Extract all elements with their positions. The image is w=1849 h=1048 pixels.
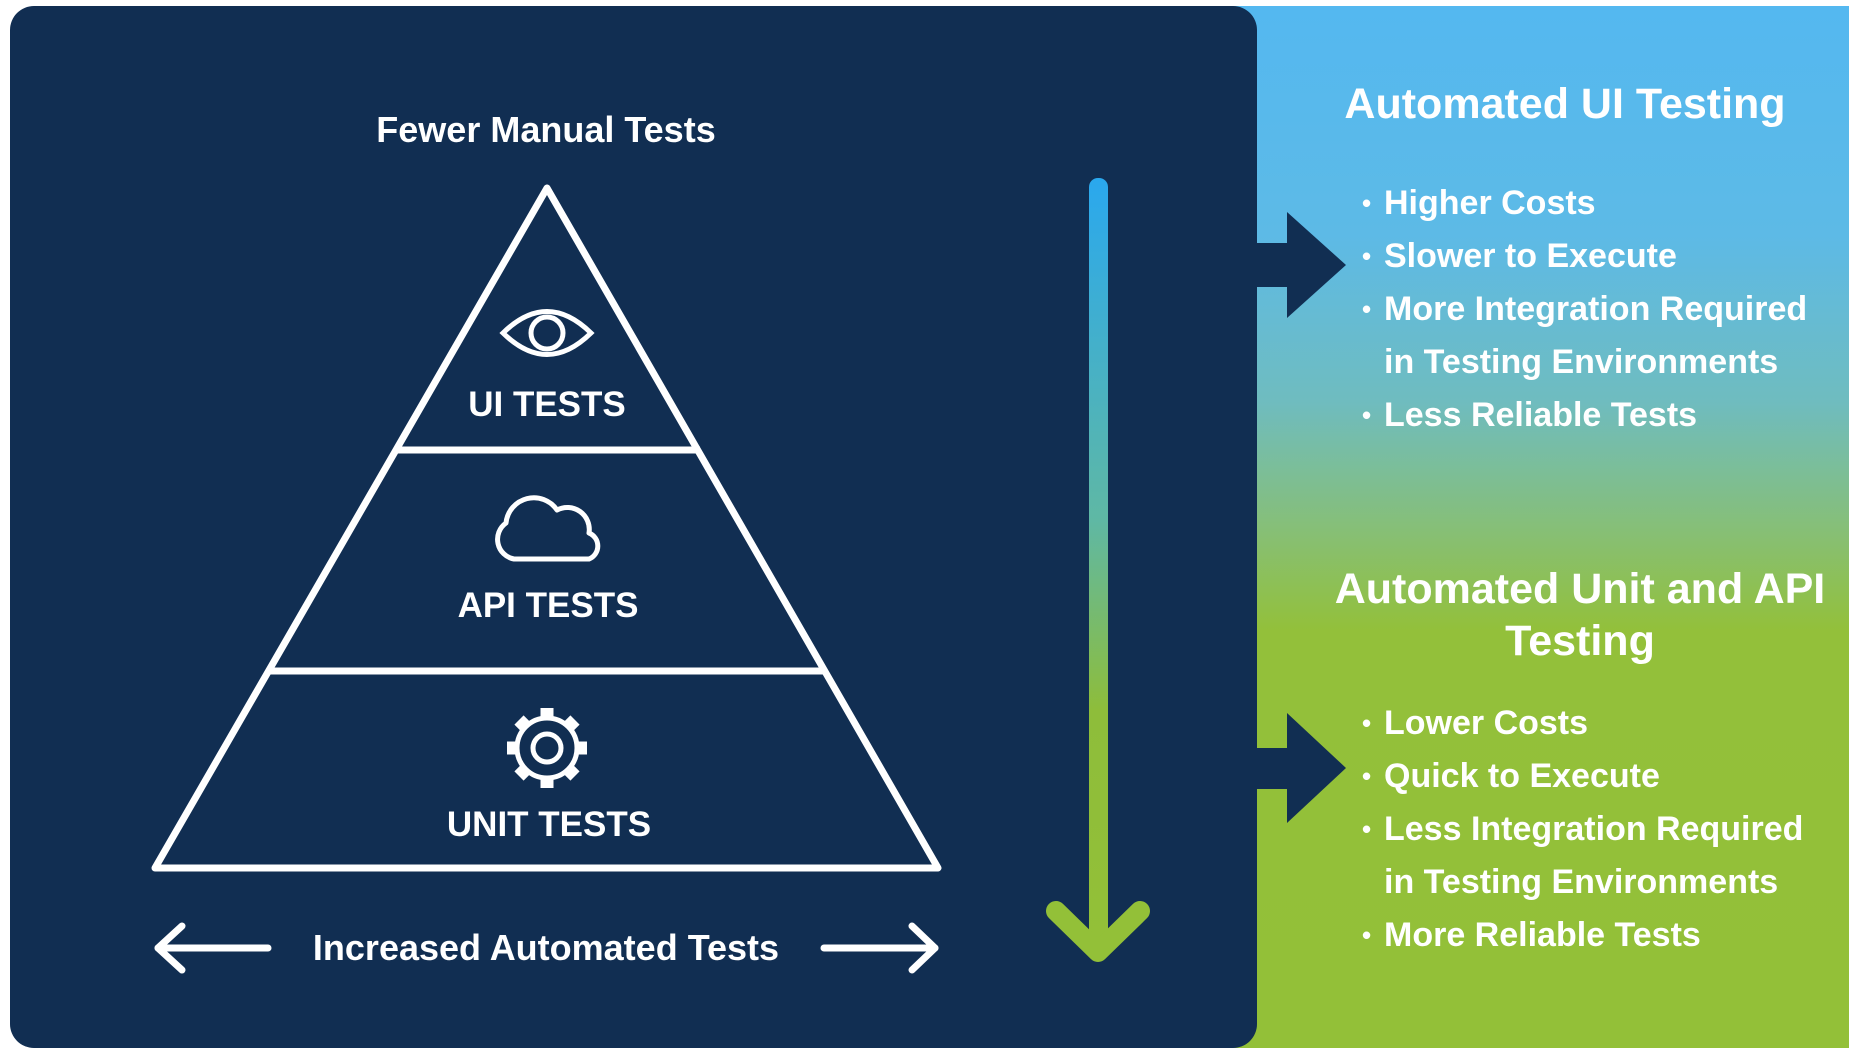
api-tests-label: API TESTS [458, 586, 639, 625]
pyramid [151, 184, 942, 872]
list-item: Slower to Execute [1362, 230, 1822, 283]
pyramid-panel [10, 6, 1257, 1048]
list-item: Less Reliable Tests [1362, 389, 1822, 442]
unit-api-testing-bullet-list: Lower Costs Quick to Execute Less Integr… [1362, 697, 1822, 962]
increased-automated-tests-label: Increased Automated Tests [313, 927, 779, 968]
unit-api-testing-title: Automated Unit and API Testing [1334, 565, 1826, 665]
eye-icon [499, 309, 595, 357]
cloud-icon [495, 495, 601, 562]
ui-testing-title: Automated UI Testing [1344, 80, 1786, 128]
increased-automation-arrow [154, 922, 939, 974]
ui-testing-bullet-list: Higher Costs Slower to Execute More Inte… [1362, 177, 1822, 442]
gear-icon [507, 708, 587, 788]
unit-api-testing-pointer-arrow [1257, 713, 1346, 823]
list-item: Lower Costs [1362, 697, 1822, 750]
list-item: Higher Costs [1362, 177, 1822, 230]
list-item: More Reliable Tests [1362, 909, 1822, 962]
ui-tests-label: UI TESTS [468, 385, 626, 424]
list-item: Quick to Execute [1362, 750, 1822, 803]
unit-tests-label: UNIT TESTS [447, 805, 651, 844]
pyramid-outline [151, 184, 942, 872]
list-item: More Integration Required in Testing Env… [1362, 283, 1822, 389]
fewer-manual-tests-label: Fewer Manual Tests [376, 109, 715, 150]
list-item: Less Integration Required in Testing Env… [1362, 803, 1822, 909]
ui-testing-pointer-arrow [1257, 212, 1346, 318]
down-gradient-arrow [1046, 178, 1150, 962]
